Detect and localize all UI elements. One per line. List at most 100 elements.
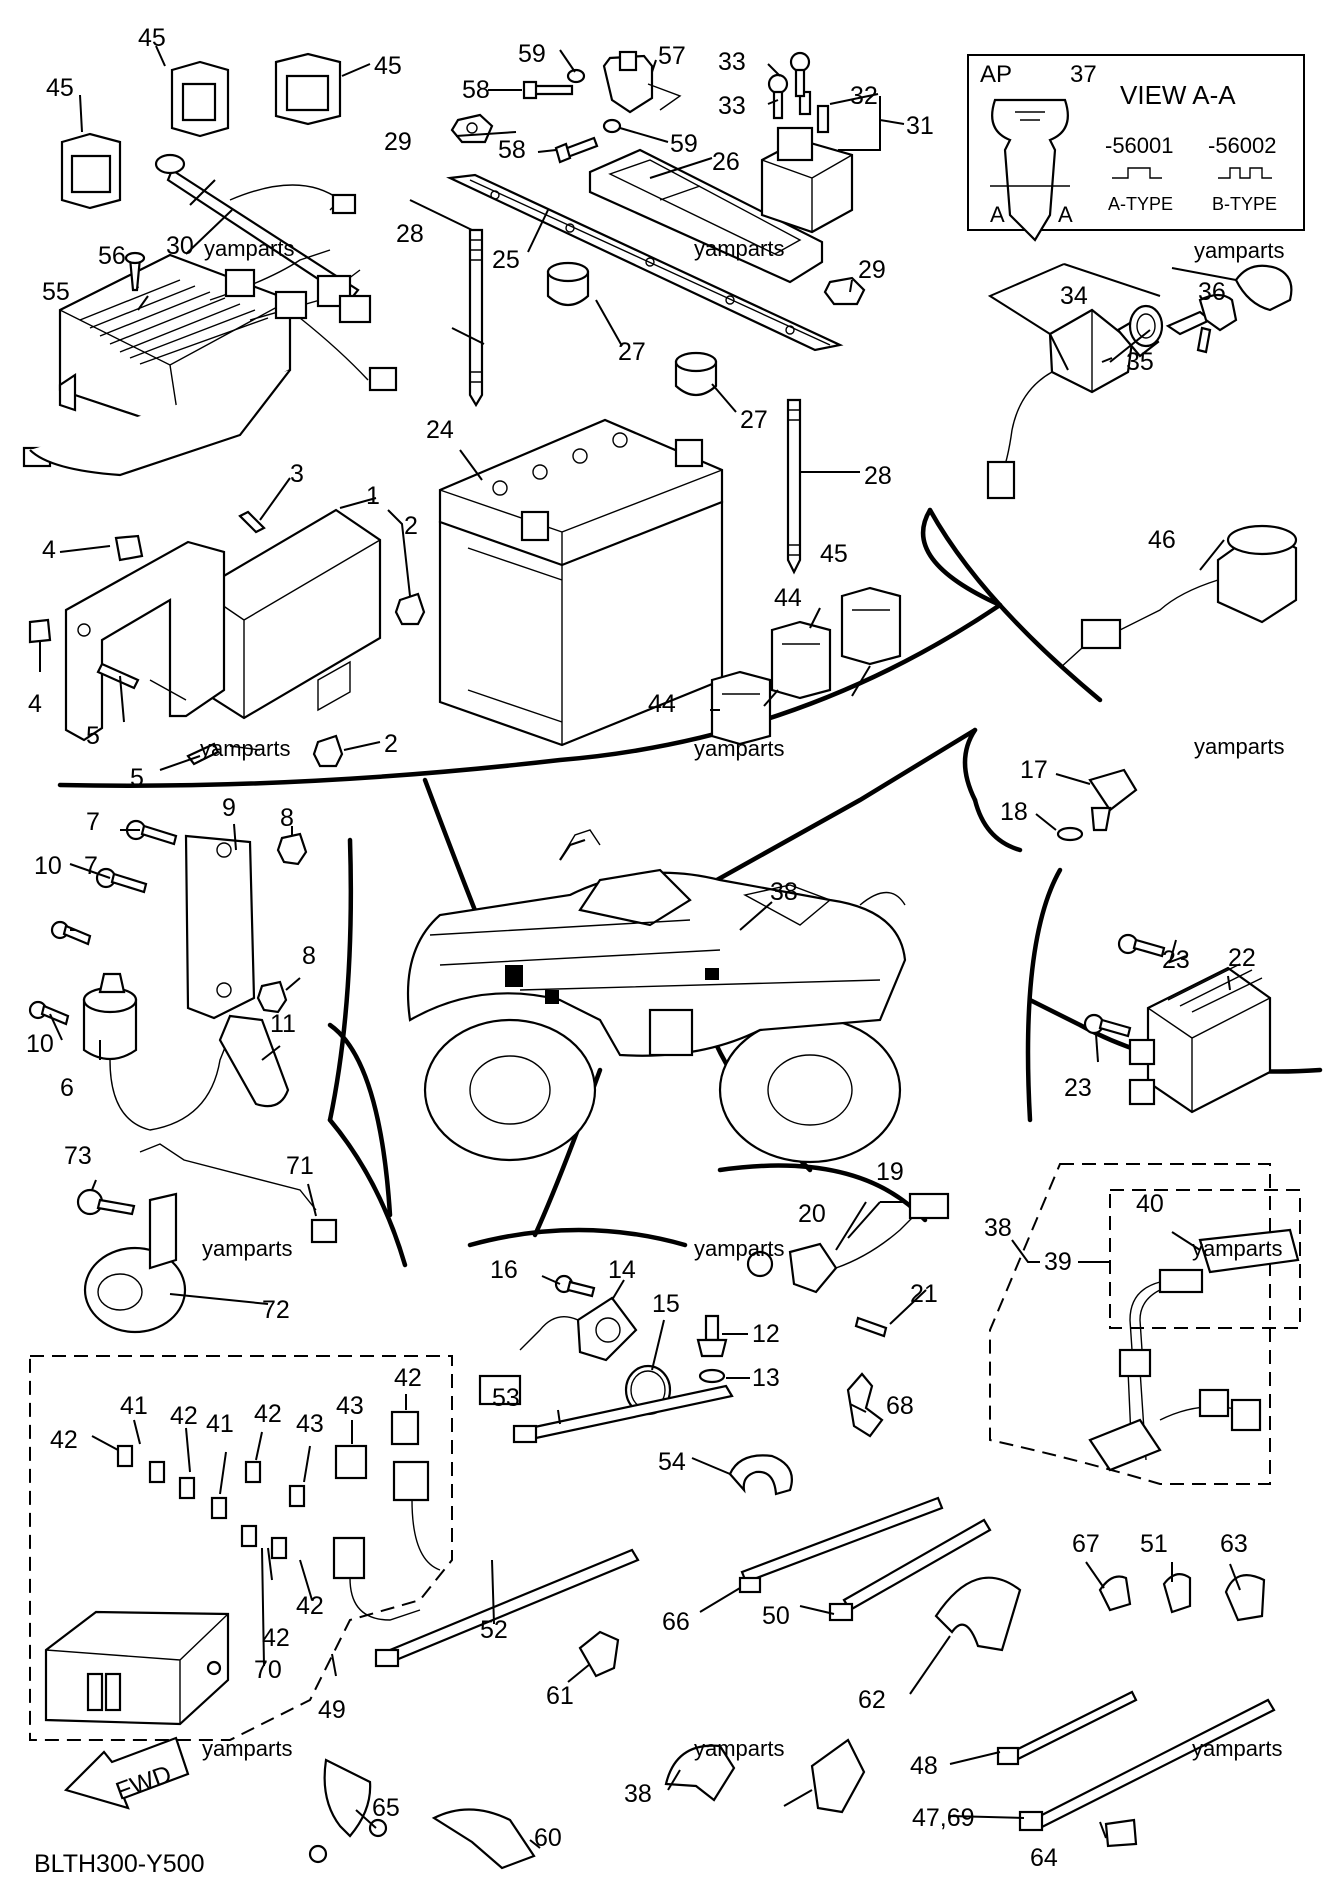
watermark: yamparts [694, 1236, 784, 1261]
callout: 70 [254, 1656, 282, 1684]
callout: 64 [1030, 1844, 1058, 1872]
callout: 67 [1072, 1530, 1100, 1558]
callout: 40 [1136, 1190, 1164, 1218]
callout: 53 [492, 1384, 520, 1412]
rod-28a [468, 228, 484, 408]
callout: 4 [28, 690, 42, 718]
callout: 11 [270, 1010, 296, 1038]
view-ap-label: AP [980, 61, 1012, 88]
callout: 28 [864, 462, 892, 490]
callout: 38 [624, 1780, 652, 1808]
ecu-55 [22, 249, 398, 477]
callout: 29 [384, 128, 412, 156]
cable-ties-clamps [374, 1384, 1276, 1848]
coil-bracket-9 [184, 834, 256, 1020]
watermark: yamparts [1192, 1236, 1282, 1261]
callout: 49 [318, 1696, 346, 1724]
diagram-code: BLTH300-Y500 [34, 1850, 204, 1878]
callout: 43 [336, 1392, 364, 1420]
view-section-a-left: A [990, 202, 1005, 227]
callout: 16 [490, 1256, 518, 1284]
callout: 62 [858, 1686, 886, 1714]
callout: 22 [1228, 944, 1256, 972]
callout: 5 [86, 722, 100, 750]
callout: 6 [60, 1074, 74, 1102]
harness-box-38 [989, 1163, 1301, 1485]
callout: 57 [658, 42, 686, 70]
callout: 58 [462, 76, 490, 104]
callout: 20 [798, 1200, 826, 1228]
bolts-23 [1083, 933, 1166, 1038]
callout: 68 [886, 1392, 914, 1420]
callout: 46 [1148, 526, 1176, 554]
callout: 27 [740, 406, 768, 434]
callout: 32 [850, 82, 878, 110]
ignition-coil-6 [82, 972, 237, 1131]
view-code-1: -56001 [1105, 133, 1174, 158]
callout: 38 [984, 1214, 1012, 1242]
callout-labels: 45 45 45 30 56 55 58 59 57 33 33 32 31 2… [26, 24, 1256, 1872]
callout: 35 [1126, 348, 1154, 376]
callout: 48 [910, 1752, 938, 1780]
bolt-58a [522, 80, 574, 100]
cushion-27b [674, 351, 718, 397]
callout: 71 [286, 1152, 314, 1180]
callout: 9 [222, 794, 236, 822]
callout: 14 [608, 1256, 636, 1284]
main-switch-34 [986, 308, 1160, 500]
callout: 10 [34, 852, 62, 880]
callout: 66 [662, 1608, 690, 1636]
callout: 12 [752, 1320, 780, 1348]
switch-12-13 [696, 1314, 728, 1384]
sensor-14 [478, 1274, 638, 1406]
callout: 43 [296, 1410, 324, 1438]
callout: 8 [302, 942, 316, 970]
callout: 4 [42, 536, 56, 564]
callout: 59 [670, 130, 698, 158]
key-37-36 [1165, 264, 1293, 354]
callout: 45 [374, 52, 402, 80]
callout: 8 [280, 804, 294, 832]
callout: 15 [652, 1290, 680, 1318]
callout: 41 [206, 1410, 234, 1438]
cdi-unit-1 [198, 508, 382, 720]
view-type-a: A-TYPE [1108, 194, 1173, 214]
callout: 50 [762, 1602, 790, 1630]
cushion-27a [546, 261, 590, 307]
callout: 59 [518, 40, 546, 68]
view-a-a-box: AP 37 VIEW A-A A A -56001 -56002 A-TYPE … [967, 54, 1305, 242]
callout: 10 [26, 1030, 54, 1058]
callout: 41 [120, 1392, 148, 1420]
fwd-arrow-icon: FWD [63, 1736, 190, 1810]
callout: 18 [1000, 798, 1028, 826]
callout: 44 [774, 584, 802, 612]
fuse-holders [332, 1410, 441, 1621]
callout: 7 [84, 852, 98, 880]
watermark: yamparts [202, 1236, 292, 1261]
callout: 73 [64, 1142, 92, 1170]
view-part-37: 37 [1070, 61, 1097, 88]
socket-46 [1059, 524, 1298, 669]
callout: 34 [1060, 282, 1088, 310]
callout: 51 [1140, 1530, 1168, 1558]
callout: 28 [396, 220, 424, 248]
callout: 2 [384, 730, 398, 758]
callout: 47,69 [912, 1804, 975, 1832]
watermark: yamparts [200, 736, 290, 761]
callout: 45 [138, 24, 166, 52]
view-type-b: B-TYPE [1212, 194, 1277, 214]
screw-56 [124, 251, 146, 292]
watermark: yamparts [1194, 238, 1284, 263]
watermark: yamparts [1194, 734, 1284, 759]
callout: 13 [752, 1364, 780, 1392]
bracket-cdi [64, 540, 261, 751]
clamps-misc [308, 1372, 1266, 1870]
watermark: yamparts [202, 1736, 292, 1761]
callout: 52 [480, 1616, 508, 1644]
starter-relay-31 [760, 90, 854, 234]
callout: 45 [46, 74, 74, 102]
sensor-57 [602, 50, 682, 114]
view-code-2: -56002 [1208, 133, 1277, 158]
callout: 19 [876, 1158, 904, 1186]
callout: 36 [1198, 278, 1226, 306]
